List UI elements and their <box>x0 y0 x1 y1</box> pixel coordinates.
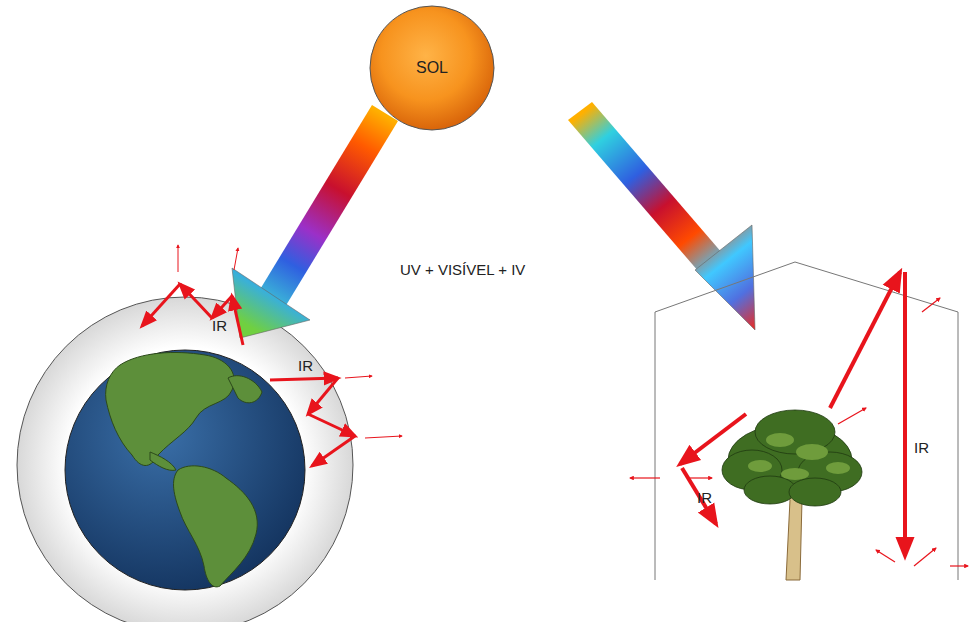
ir-label: IR <box>697 490 712 507</box>
sun-circle: SOL <box>368 4 496 132</box>
sun-label: SOL <box>416 59 448 77</box>
ir-label: IR <box>298 358 313 375</box>
ir-label: IR <box>914 440 929 457</box>
radiation-label: UV + VISÍVEL + IV <box>400 262 525 279</box>
ir-label: IR <box>212 318 227 335</box>
